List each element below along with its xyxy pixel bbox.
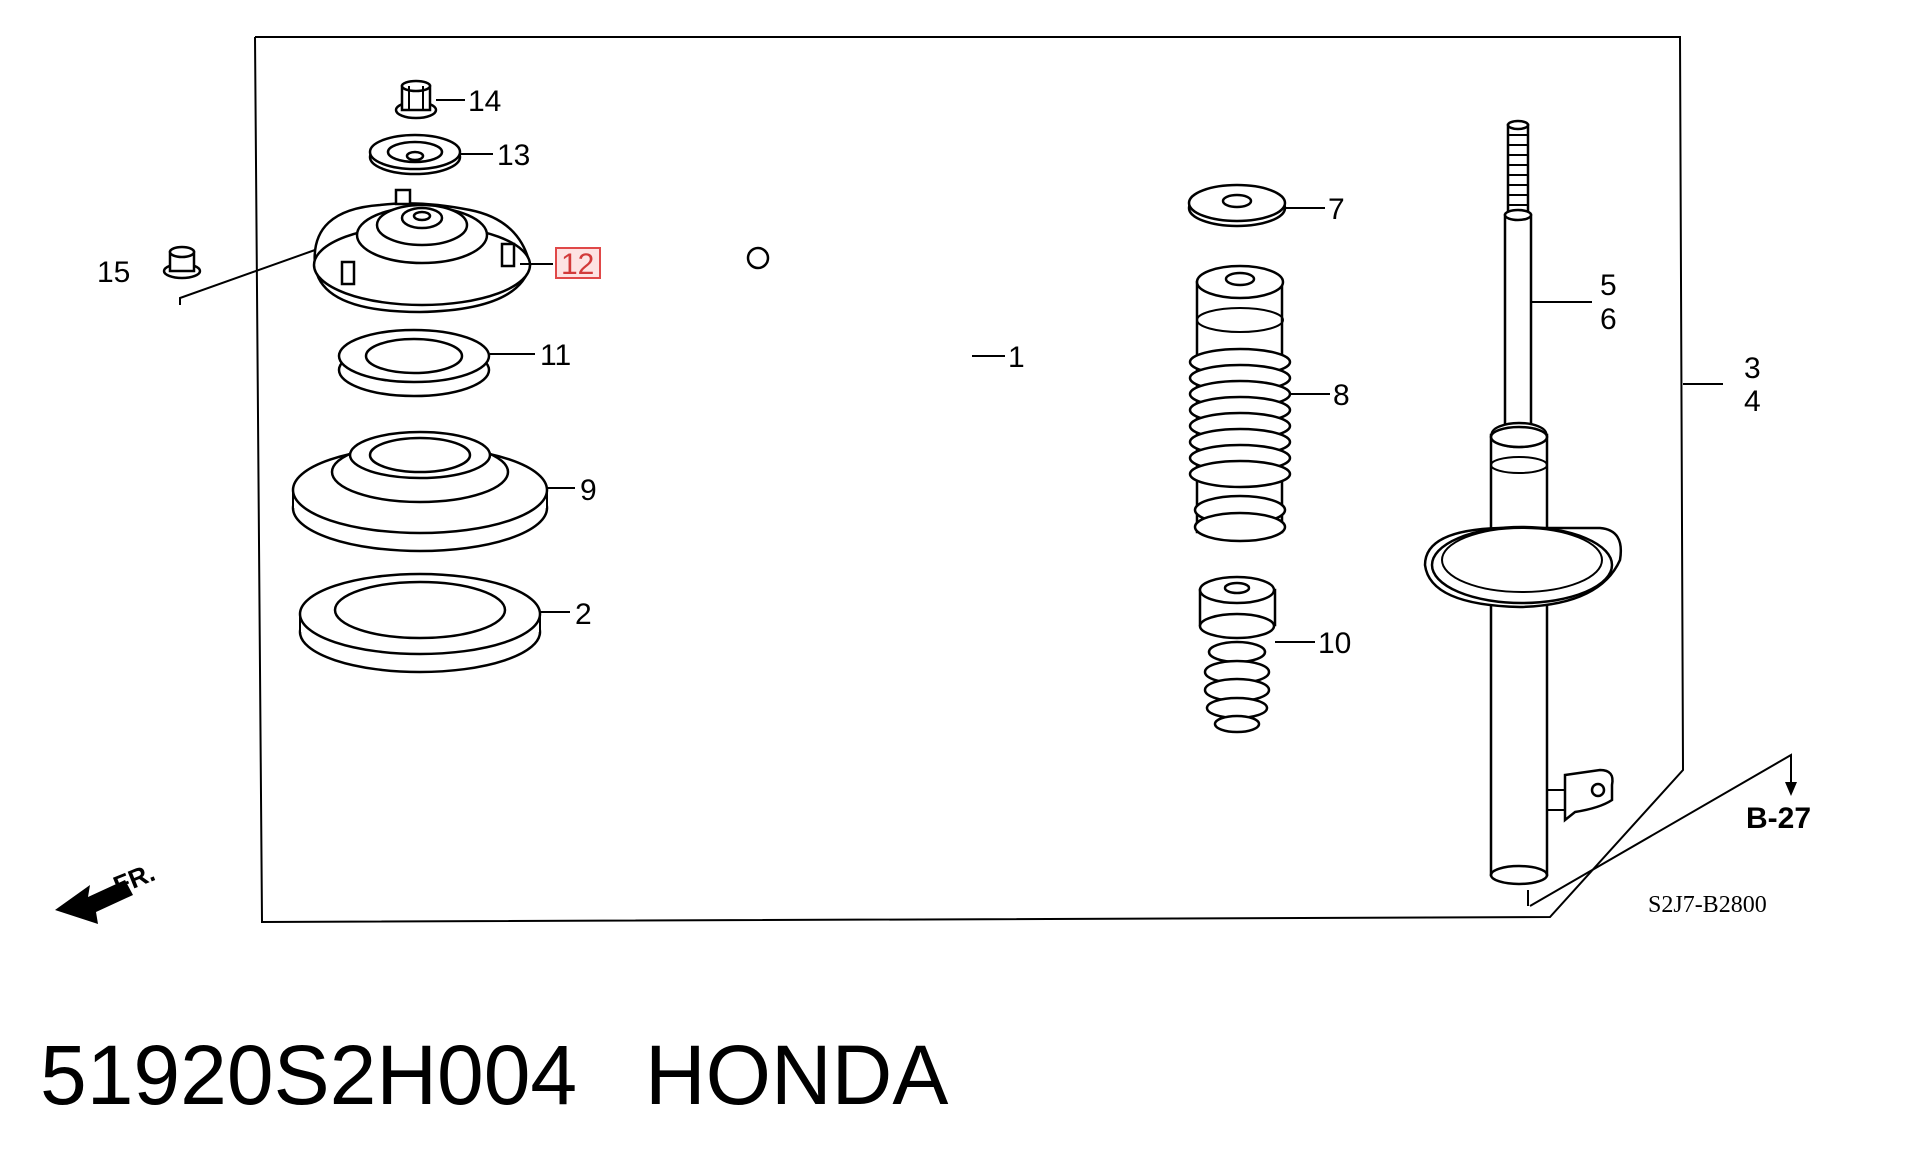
flange-nut-15 bbox=[162, 245, 202, 280]
callout-9: 9 bbox=[580, 474, 597, 507]
callout-4: 4 bbox=[1744, 385, 1761, 418]
dust-boot-8 bbox=[1188, 264, 1292, 543]
brand-name: HONDA bbox=[645, 1028, 948, 1122]
callout-15: 15 bbox=[97, 256, 130, 289]
callout-7: 7 bbox=[1328, 193, 1345, 226]
callout-3: 3 bbox=[1744, 352, 1761, 385]
coil-spring-1 bbox=[697, 246, 979, 698]
flange-nut-14 bbox=[394, 79, 438, 120]
callout-5: 5 bbox=[1600, 269, 1617, 302]
bearing-11 bbox=[337, 328, 491, 398]
diagram-frame bbox=[254, 36, 1685, 924]
diagram-code: S2J7-B2800 bbox=[1648, 892, 1767, 918]
part-number: 51920S2H004 bbox=[40, 1028, 577, 1122]
callout-13: 13 bbox=[497, 139, 530, 172]
callout-12: 12 bbox=[561, 248, 594, 281]
spring-pad-2 bbox=[298, 572, 542, 674]
washer-7 bbox=[1187, 183, 1287, 228]
callout-11: 11 bbox=[540, 339, 571, 372]
callout-2: 2 bbox=[575, 598, 592, 631]
callout-14: 14 bbox=[468, 85, 501, 118]
callout-12-highlight bbox=[555, 247, 601, 279]
callout-10: 10 bbox=[1318, 627, 1351, 660]
strut-group-bracket bbox=[1529, 753, 1792, 907]
callout-1: 1 bbox=[1008, 341, 1025, 374]
callout-6: 6 bbox=[1600, 303, 1617, 336]
callout-8: 8 bbox=[1333, 379, 1350, 412]
washer-13 bbox=[368, 133, 462, 176]
spring-seat-9 bbox=[291, 430, 549, 553]
bump-stop-10 bbox=[1198, 575, 1277, 734]
reference-link[interactable]: B-27 bbox=[1746, 802, 1811, 835]
front-direction-arrow-icon: FR. bbox=[55, 857, 159, 924]
strut-mount-12 bbox=[312, 188, 532, 314]
strut-damper-3-4 bbox=[1423, 119, 1623, 886]
